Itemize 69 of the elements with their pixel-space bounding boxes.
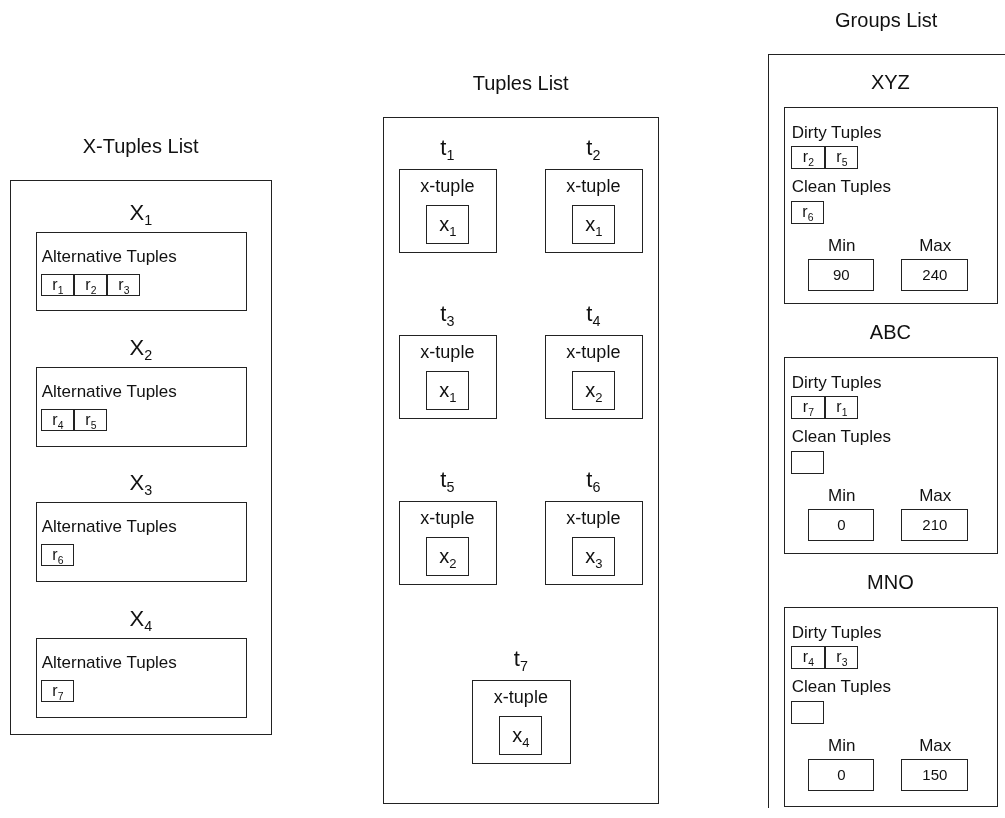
- x-tuple-ref-cell: x$_{1}$: [572, 205, 616, 245]
- card-label: x-tuple: [565, 507, 622, 530]
- value-field: 210: [901, 509, 969, 542]
- card-label: x-tuple: [419, 341, 476, 364]
- value-field: 240: [901, 259, 969, 292]
- card-title: t$_{1}$: [439, 134, 456, 162]
- value-field: 0: [808, 759, 875, 792]
- tuple-ref-cell: r$_{3}$: [107, 274, 141, 297]
- field-label: Min: [827, 235, 857, 257]
- tuple-ref-cell: r$_{6}$: [791, 201, 825, 225]
- group-title: XYZ: [869, 69, 911, 94]
- tuple-ref-cell: r$_{1}$: [825, 396, 859, 420]
- tuple-ref-cell: r$_{4}$: [791, 646, 826, 670]
- tuple-ref-cell: r$_{3}$: [825, 646, 859, 670]
- field-label: Max: [918, 485, 953, 507]
- section-label: Clean Tuples: [791, 426, 891, 448]
- tuple-ref-cell: r$_{4}$: [41, 409, 75, 432]
- x-tuple-ref-cell: x$_{1}$: [426, 371, 470, 411]
- section-label: Alternative Tuples: [41, 246, 177, 268]
- group-title: MNO: [866, 569, 915, 594]
- card-title: t$_{3}$: [439, 300, 456, 328]
- section-label: Dirty Tuples: [791, 122, 882, 144]
- panel-title: X-Tuples List: [81, 134, 200, 158]
- card-title: t$_{5}$: [439, 466, 456, 494]
- section-label: Alternative Tuples: [41, 381, 177, 403]
- field-label: Min: [827, 735, 857, 757]
- section-label: Alternative Tuples: [41, 516, 177, 538]
- panel-title: Tuples List: [471, 71, 570, 95]
- tuple-ref-cell: r$_{6}$: [41, 544, 75, 567]
- tuple-ref-cell: r$_{7}$: [41, 680, 75, 703]
- section-label: Clean Tuples: [791, 176, 891, 198]
- field-label: Min: [827, 485, 857, 507]
- x-tuple-ref-cell: x$_{3}$: [572, 537, 616, 577]
- section-label: Clean Tuples: [791, 676, 891, 698]
- x-tuple-ref-cell: x$_{2}$: [572, 371, 616, 411]
- card-label: x-tuple: [565, 175, 622, 198]
- section-label: Dirty Tuples: [791, 622, 882, 644]
- x-tuple-ref-cell: x$_{4}$: [499, 716, 543, 756]
- tuple-ref-cell: r$_{7}$: [791, 396, 826, 420]
- empty-cell: [791, 701, 825, 725]
- section-label: Alternative Tuples: [41, 652, 177, 674]
- field-label: Max: [918, 235, 953, 257]
- card-label: x-tuple: [492, 686, 549, 709]
- value-field: 0: [808, 509, 875, 542]
- tuple-ref-cell: r$_{2}$: [791, 146, 826, 170]
- card-title: t$_{2}$: [585, 134, 602, 162]
- card-title: X$_{3}$: [128, 469, 154, 497]
- card-title: X$_{4}$: [128, 605, 154, 633]
- card-title: t$_{6}$: [585, 466, 602, 494]
- card-title: X$_{1}$: [128, 199, 154, 227]
- panel-title: Groups List: [834, 8, 939, 32]
- value-field: 150: [901, 759, 969, 792]
- tuple-ref-cell: r$_{5}$: [74, 409, 108, 432]
- card-label: x-tuple: [565, 341, 622, 364]
- section-label: Dirty Tuples: [791, 372, 882, 394]
- group-title: ABC: [868, 319, 912, 344]
- card-title: X$_{2}$: [128, 334, 154, 362]
- tuple-ref-cell: r$_{1}$: [41, 274, 75, 297]
- x-tuple-ref-cell: x$_{1}$: [426, 205, 470, 245]
- field-label: Max: [918, 735, 953, 757]
- x-tuple-ref-cell: x$_{2}$: [426, 537, 470, 577]
- card-label: x-tuple: [419, 507, 476, 530]
- value-field: 90: [808, 259, 875, 292]
- tuple-ref-cell: r$_{5}$: [825, 146, 859, 170]
- card-title: t$_{7}$: [512, 645, 529, 673]
- card-title: t$_{4}$: [585, 300, 602, 328]
- empty-cell: [791, 451, 825, 475]
- card-label: x-tuple: [419, 175, 476, 198]
- tuple-ref-cell: r$_{2}$: [74, 274, 108, 297]
